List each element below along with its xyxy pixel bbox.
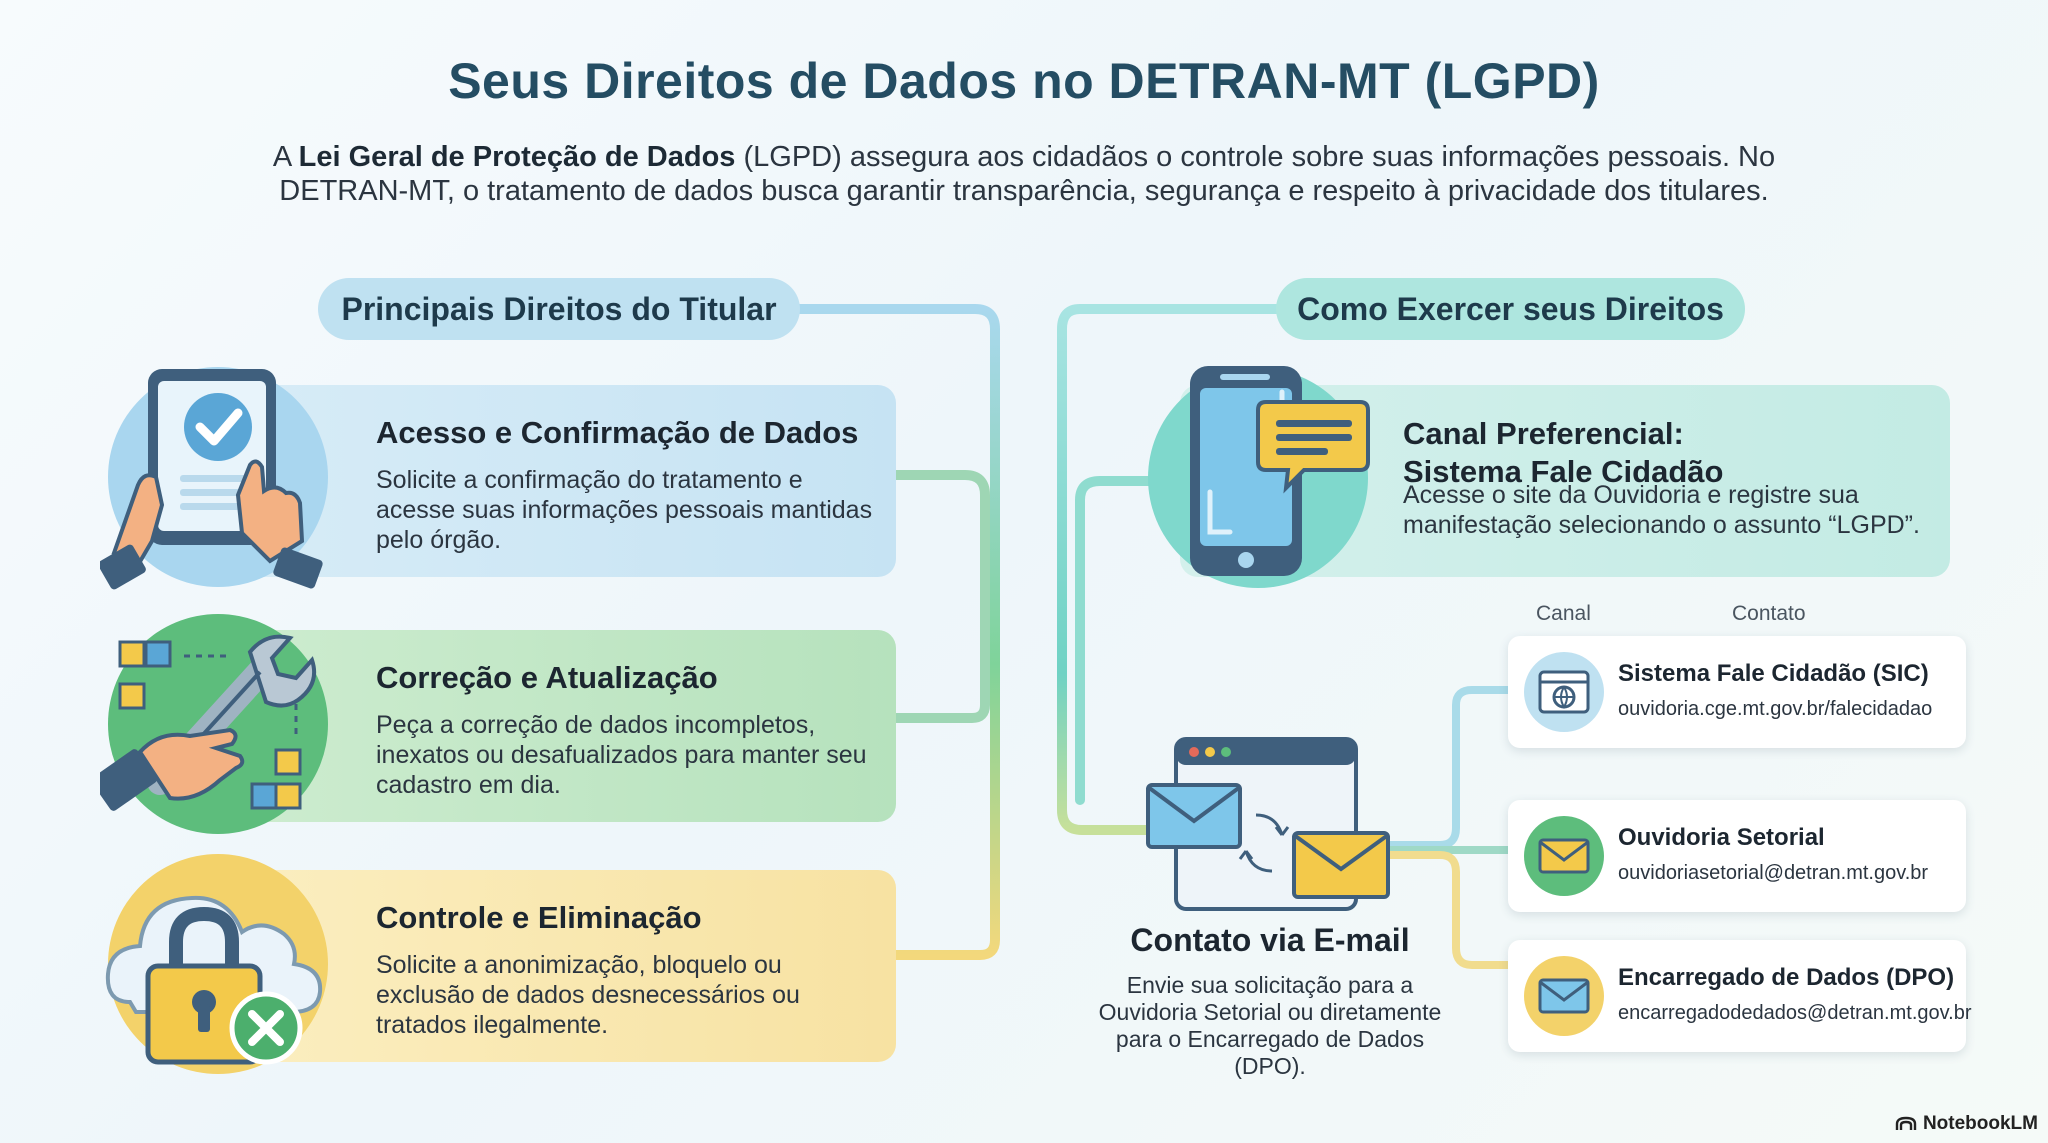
- right-trunk-line: [1057, 304, 1281, 835]
- email-section-text: Envie sua solicitação para a Ouvidoria S…: [1098, 972, 1442, 1079]
- contact-icon-circle: [1524, 816, 1604, 896]
- section-heading-exercise: Como Exercer seus Direitos: [1276, 278, 1745, 340]
- card-title: Correção e Atualização: [376, 660, 718, 695]
- contact-name: Encarregado de Dados (DPO): [1618, 964, 1955, 991]
- right-branch-line: [1075, 476, 1185, 805]
- left-trunk-line: [795, 304, 1000, 960]
- email-exchange-icon: [1146, 737, 1390, 911]
- notebooklm-icon: [1895, 1116, 1917, 1130]
- phone-chat-icon: [1148, 366, 1370, 588]
- email-section-title: Contato via E-mail: [1130, 922, 1410, 958]
- card-preferred-channel: Canal Preferencial:Sistema Fale Cidadão …: [1180, 385, 1950, 577]
- contact-line-sic: [1384, 686, 1508, 849]
- column-header-channel: Canal: [1536, 602, 1591, 625]
- card-title: Acesso e Confirmação de Dados: [376, 415, 859, 450]
- left-branch-line: [891, 470, 990, 723]
- contact-line-dpo: [1384, 851, 1508, 969]
- envelope-icon: [1538, 978, 1590, 1014]
- contact-icon-circle: [1524, 652, 1604, 732]
- card-text: Solicite a anonimização, bloquelo ou exc…: [376, 951, 800, 1039]
- card-text: Solicite a confirmação do tratamento e a…: [376, 466, 873, 554]
- intro-text: A Lei Geral de Proteção de Dados (LGPD) …: [272, 141, 1776, 207]
- card-correction: Correção e Atualização Peça a correção d…: [236, 630, 896, 822]
- contact-card-ouvidoria: Ouvidoria Setorial ouvidoriasetorial@det…: [1508, 800, 1966, 912]
- contact-name: Sistema Fale Cidadão (SIC): [1618, 660, 1929, 687]
- notebooklm-logo: NotebookLM: [1895, 1113, 2038, 1135]
- section-heading-rights: Principais Direitos do Titular: [318, 278, 800, 340]
- card-text: Acesse o site da Ouvidoria e registre su…: [1403, 481, 1920, 539]
- contact-value[interactable]: encarregadodedados@detran.mt.gov.br: [1618, 1002, 1972, 1024]
- card-access: Acesso e Confirmação de Dados Solicite a…: [236, 385, 896, 577]
- tablet-check-icon: [100, 367, 328, 590]
- lgpd-name: Lei Geral de Proteção de Dados: [298, 141, 736, 173]
- contact-name: Ouvidoria Setorial: [1618, 824, 1825, 851]
- contact-value[interactable]: ouvidoriasetorial@detran.mt.gov.br: [1618, 862, 1929, 884]
- contact-value[interactable]: ouvidoria.cge.mt.gov.br/falecidadao: [1618, 698, 1933, 720]
- card-control: Controle e Eliminação Solicite a anonimi…: [236, 870, 896, 1062]
- contact-card-dpo: Encarregado de Dados (DPO) encarregadode…: [1508, 940, 1972, 1052]
- envelope-icon: [1538, 838, 1590, 874]
- globe-window-icon: [1538, 670, 1590, 714]
- contact-card-sic: Sistema Fale Cidadão (SIC) ouvidoria.cge…: [1508, 636, 1966, 748]
- card-title: Controle e Eliminação: [376, 900, 702, 935]
- contact-icon-circle: [1524, 956, 1604, 1036]
- card-title: Canal Preferencial:Sistema Fale Cidadão: [1403, 416, 1724, 489]
- wrench-icon: [100, 614, 328, 834]
- page-title: Seus Direitos de Dados no DETRAN-MT (LGP…: [448, 53, 1600, 109]
- card-text: Peça a correção de dados incompletos, in…: [376, 711, 867, 799]
- cloud-lock-icon: [105, 854, 328, 1074]
- column-header-contact: Contato: [1732, 602, 1806, 625]
